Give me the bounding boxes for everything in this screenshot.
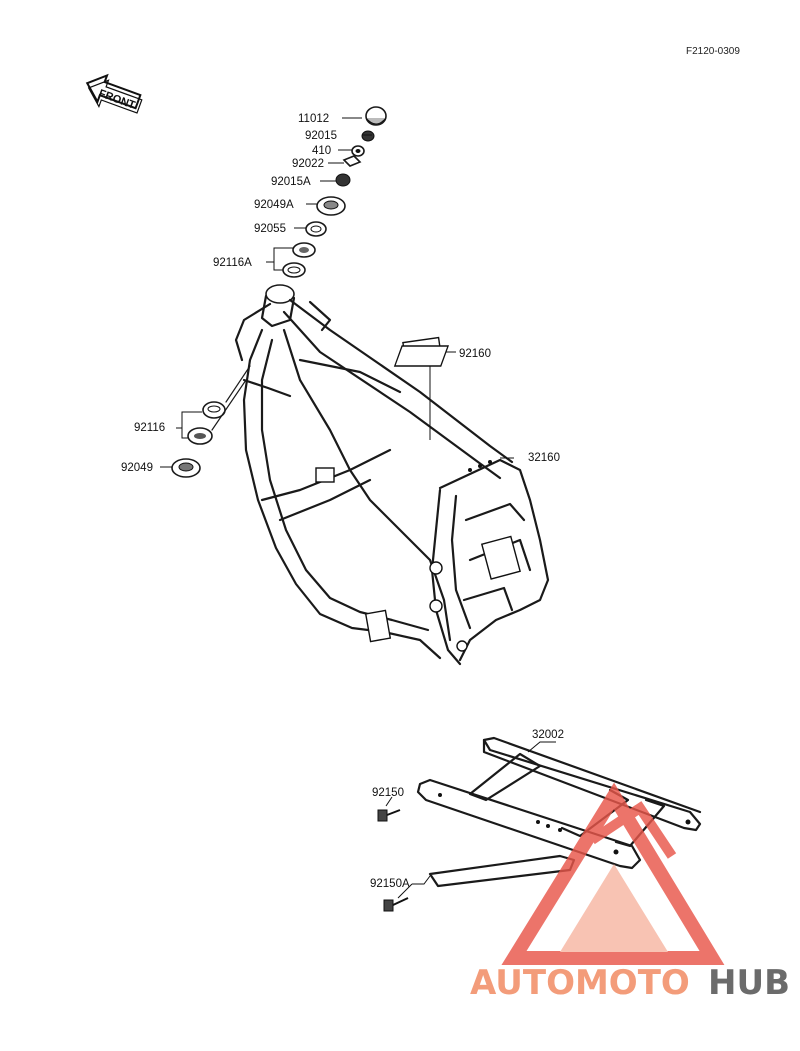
label-92160: 92160: [459, 348, 491, 360]
bolt-92150a: [383, 897, 409, 912]
logo-word-automoto: AUTOMOTO: [470, 963, 690, 1003]
automotohub-logo: [501, 782, 725, 965]
label-410: 410: [312, 145, 331, 157]
main-frame: [234, 284, 550, 666]
decal-92160: [393, 345, 450, 367]
front-arrow-icon: [85, 73, 143, 114]
label-92116a: 92116A: [213, 257, 252, 269]
steering-stem-parts: [282, 106, 387, 278]
leader-lines-top: [266, 117, 372, 271]
bolt-92150: [377, 809, 401, 822]
label-92015a: 92015A: [271, 176, 311, 188]
label-92055: 92055: [254, 223, 286, 235]
label-92116: 92116: [134, 422, 165, 434]
leader-lines-bottom: [385, 741, 556, 899]
label-92049: 92049: [121, 462, 153, 474]
label-32160: 32160: [528, 452, 560, 464]
label-92049a: 92049A: [254, 199, 294, 211]
diagram-code: F2120-0309: [686, 46, 740, 57]
label-92022: 92022: [292, 158, 324, 170]
label-11012: 11012: [298, 113, 329, 125]
label-32002: 32002: [532, 729, 564, 741]
label-92150a: 92150A: [370, 878, 410, 890]
lower-bearing-parts: [171, 365, 251, 478]
label-92015: 92015: [305, 130, 337, 142]
label-92150: 92150: [372, 787, 404, 799]
logo-word-hub: HUB: [708, 963, 790, 1003]
